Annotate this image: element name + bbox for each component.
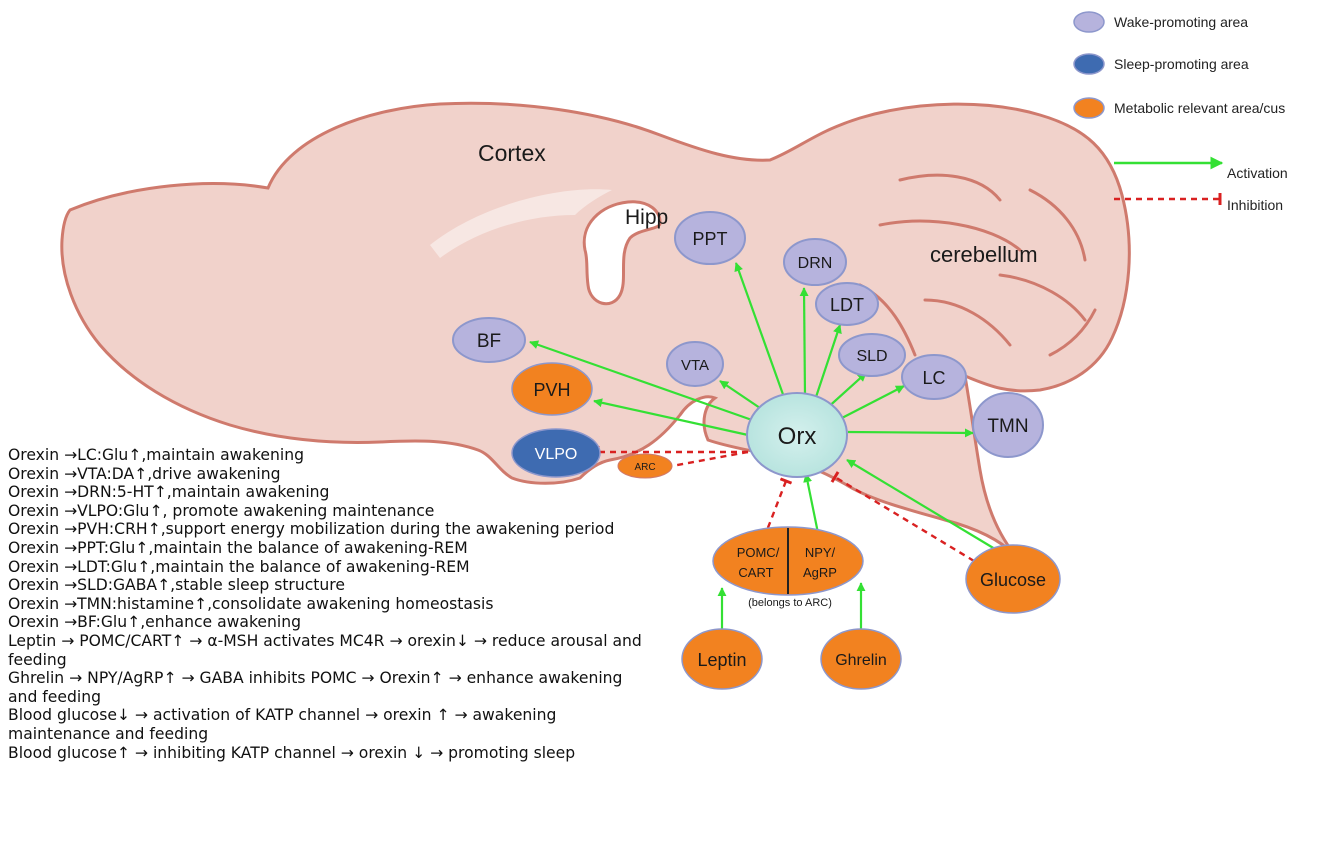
arrow-orx-ldt: [813, 324, 842, 401]
region-hipp-label: Hipp: [625, 206, 668, 229]
arrow-orx-pvh: [593, 398, 749, 437]
hippocampus-shape: [582, 200, 662, 306]
svg-text:LDT: LDT: [830, 295, 864, 315]
node-ppt: PPT: [674, 211, 746, 265]
note-line: Orexin →VTA:DA↑,drive awakening: [8, 464, 281, 483]
inhibition-lines: [596, 446, 975, 563]
node-glucose: Glucose: [965, 544, 1061, 614]
legend-activation: Activation: [1114, 156, 1288, 181]
note-line: Orexin →LDT:Glu↑,maintain the balance of…: [8, 557, 470, 576]
node-ghrelin: Ghrelin: [820, 628, 902, 690]
svg-text:PVH: PVH: [533, 380, 570, 400]
svg-text:PPT: PPT: [692, 229, 727, 249]
note-line: Orexin →BF:Glu↑,enhance awakening: [8, 613, 302, 632]
legend-sleep: Sleep-promoting area: [1073, 53, 1249, 75]
svg-text:Wake-promoting area: Wake-promoting area: [1114, 14, 1248, 30]
npy-label-1: NPY/: [805, 545, 836, 560]
arrow-orx-lc: [837, 385, 905, 421]
node-vlpo: VLPO: [511, 428, 601, 478]
node-ldt: LDT: [815, 282, 879, 326]
legend: Wake-promoting area Sleep-promoting area…: [1073, 11, 1288, 213]
svg-text:Activation: Activation: [1227, 165, 1288, 181]
node-tmn: TMN: [972, 392, 1044, 458]
mechanism-notes: Orexin →LC:Glu↑,maintain awakening Orexi…: [8, 446, 648, 762]
note-line: Orexin →DRN:5-HT↑,maintain awakening: [8, 483, 330, 502]
region-cortex-label: Cortex: [478, 140, 546, 166]
arrow-npy-orx: [803, 473, 820, 534]
node-orx: Orx: [746, 392, 848, 478]
arc-membership-note: (belongs to ARC): [748, 597, 832, 609]
node-drn: DRN: [783, 238, 847, 286]
svg-text:Inhibition: Inhibition: [1227, 197, 1283, 213]
svg-text:Glucose: Glucose: [980, 570, 1046, 590]
note-line: Orexin →TMN:histamine↑,consolidate awake…: [8, 594, 494, 613]
svg-text:VTA: VTA: [681, 357, 709, 374]
region-cerebellum-label: cerebellum: [930, 242, 1038, 267]
arrow-orx-tmn: [847, 428, 974, 438]
note-line: Blood glucose↓ → activation of KATP chan…: [8, 706, 557, 743]
node-arc: ARC: [617, 453, 673, 479]
note-line: Orexin →LC:Glu↑,maintain awakening: [8, 446, 305, 464]
node-pomc-npy: POMC/ CART NPY/ AgRP: [712, 526, 864, 596]
arrow-orx-vta: [719, 380, 761, 409]
svg-text:SLD: SLD: [856, 348, 887, 365]
arrow-orx-ppt: [734, 262, 787, 401]
corpus-callosum: [430, 189, 612, 258]
arrow-orx-bf: [529, 340, 753, 422]
legend-wake: Wake-promoting area: [1073, 11, 1248, 33]
note-line: Orexin →PPT:Glu↑,maintain the balance of…: [8, 538, 468, 557]
node-sld: SLD: [838, 333, 906, 377]
arrow-orx-drn: [799, 287, 809, 397]
legend-metabolic: Metabolic relevant area/cus: [1073, 97, 1285, 119]
legend-inhibition: Inhibition: [1114, 193, 1283, 213]
svg-text:BF: BF: [477, 331, 501, 352]
svg-text:Ghrelin: Ghrelin: [835, 652, 887, 669]
svg-text:Metabolic relevant area/cus: Metabolic relevant area/cus: [1114, 100, 1285, 116]
svg-text:DRN: DRN: [798, 255, 833, 272]
arrow-glucose-orx: [846, 459, 1001, 553]
note-line: Blood glucose↑ → inhibiting KATP channel…: [8, 743, 576, 762]
note-line: Leptin → POMC/CART↑ → α-MSH activates MC…: [8, 631, 642, 669]
pomc-label-2: CART: [738, 565, 773, 580]
pomc-label-1: POMC/: [737, 545, 780, 560]
wake-nodes: PPT DRN LDT SLD LC TMN VTA BF: [452, 211, 1044, 458]
svg-text:Sleep-promoting area: Sleep-promoting area: [1114, 56, 1249, 72]
note-line: Orexin →PVH:CRH↑,support energy mobiliza…: [8, 520, 615, 539]
note-line: Orexin →SLD:GABA↑,stable sleep structure: [8, 576, 345, 595]
node-bf: BF: [452, 317, 526, 363]
svg-text:Leptin: Leptin: [697, 650, 746, 670]
inhibit-glucose-orx: [830, 471, 975, 563]
node-leptin: Leptin: [681, 628, 763, 690]
node-pvh: PVH: [511, 362, 593, 416]
svg-text:ARC: ARC: [634, 462, 655, 473]
npy-label-2: AgRP: [803, 565, 837, 580]
svg-text:LC: LC: [922, 368, 945, 388]
node-lc: LC: [901, 354, 967, 400]
svg-text:VLPO: VLPO: [535, 446, 578, 463]
note-line: Orexin →VLPO:Glu↑, promote awakening mai…: [8, 501, 435, 520]
note-line: Ghrelin → NPY/AgRP↑ → GABA inhibits POMC…: [8, 669, 623, 706]
node-vta: VTA: [666, 341, 724, 387]
svg-text:TMN: TMN: [987, 416, 1028, 437]
inhibit-orx-arc: [671, 450, 749, 468]
svg-text:Orx: Orx: [778, 423, 817, 450]
